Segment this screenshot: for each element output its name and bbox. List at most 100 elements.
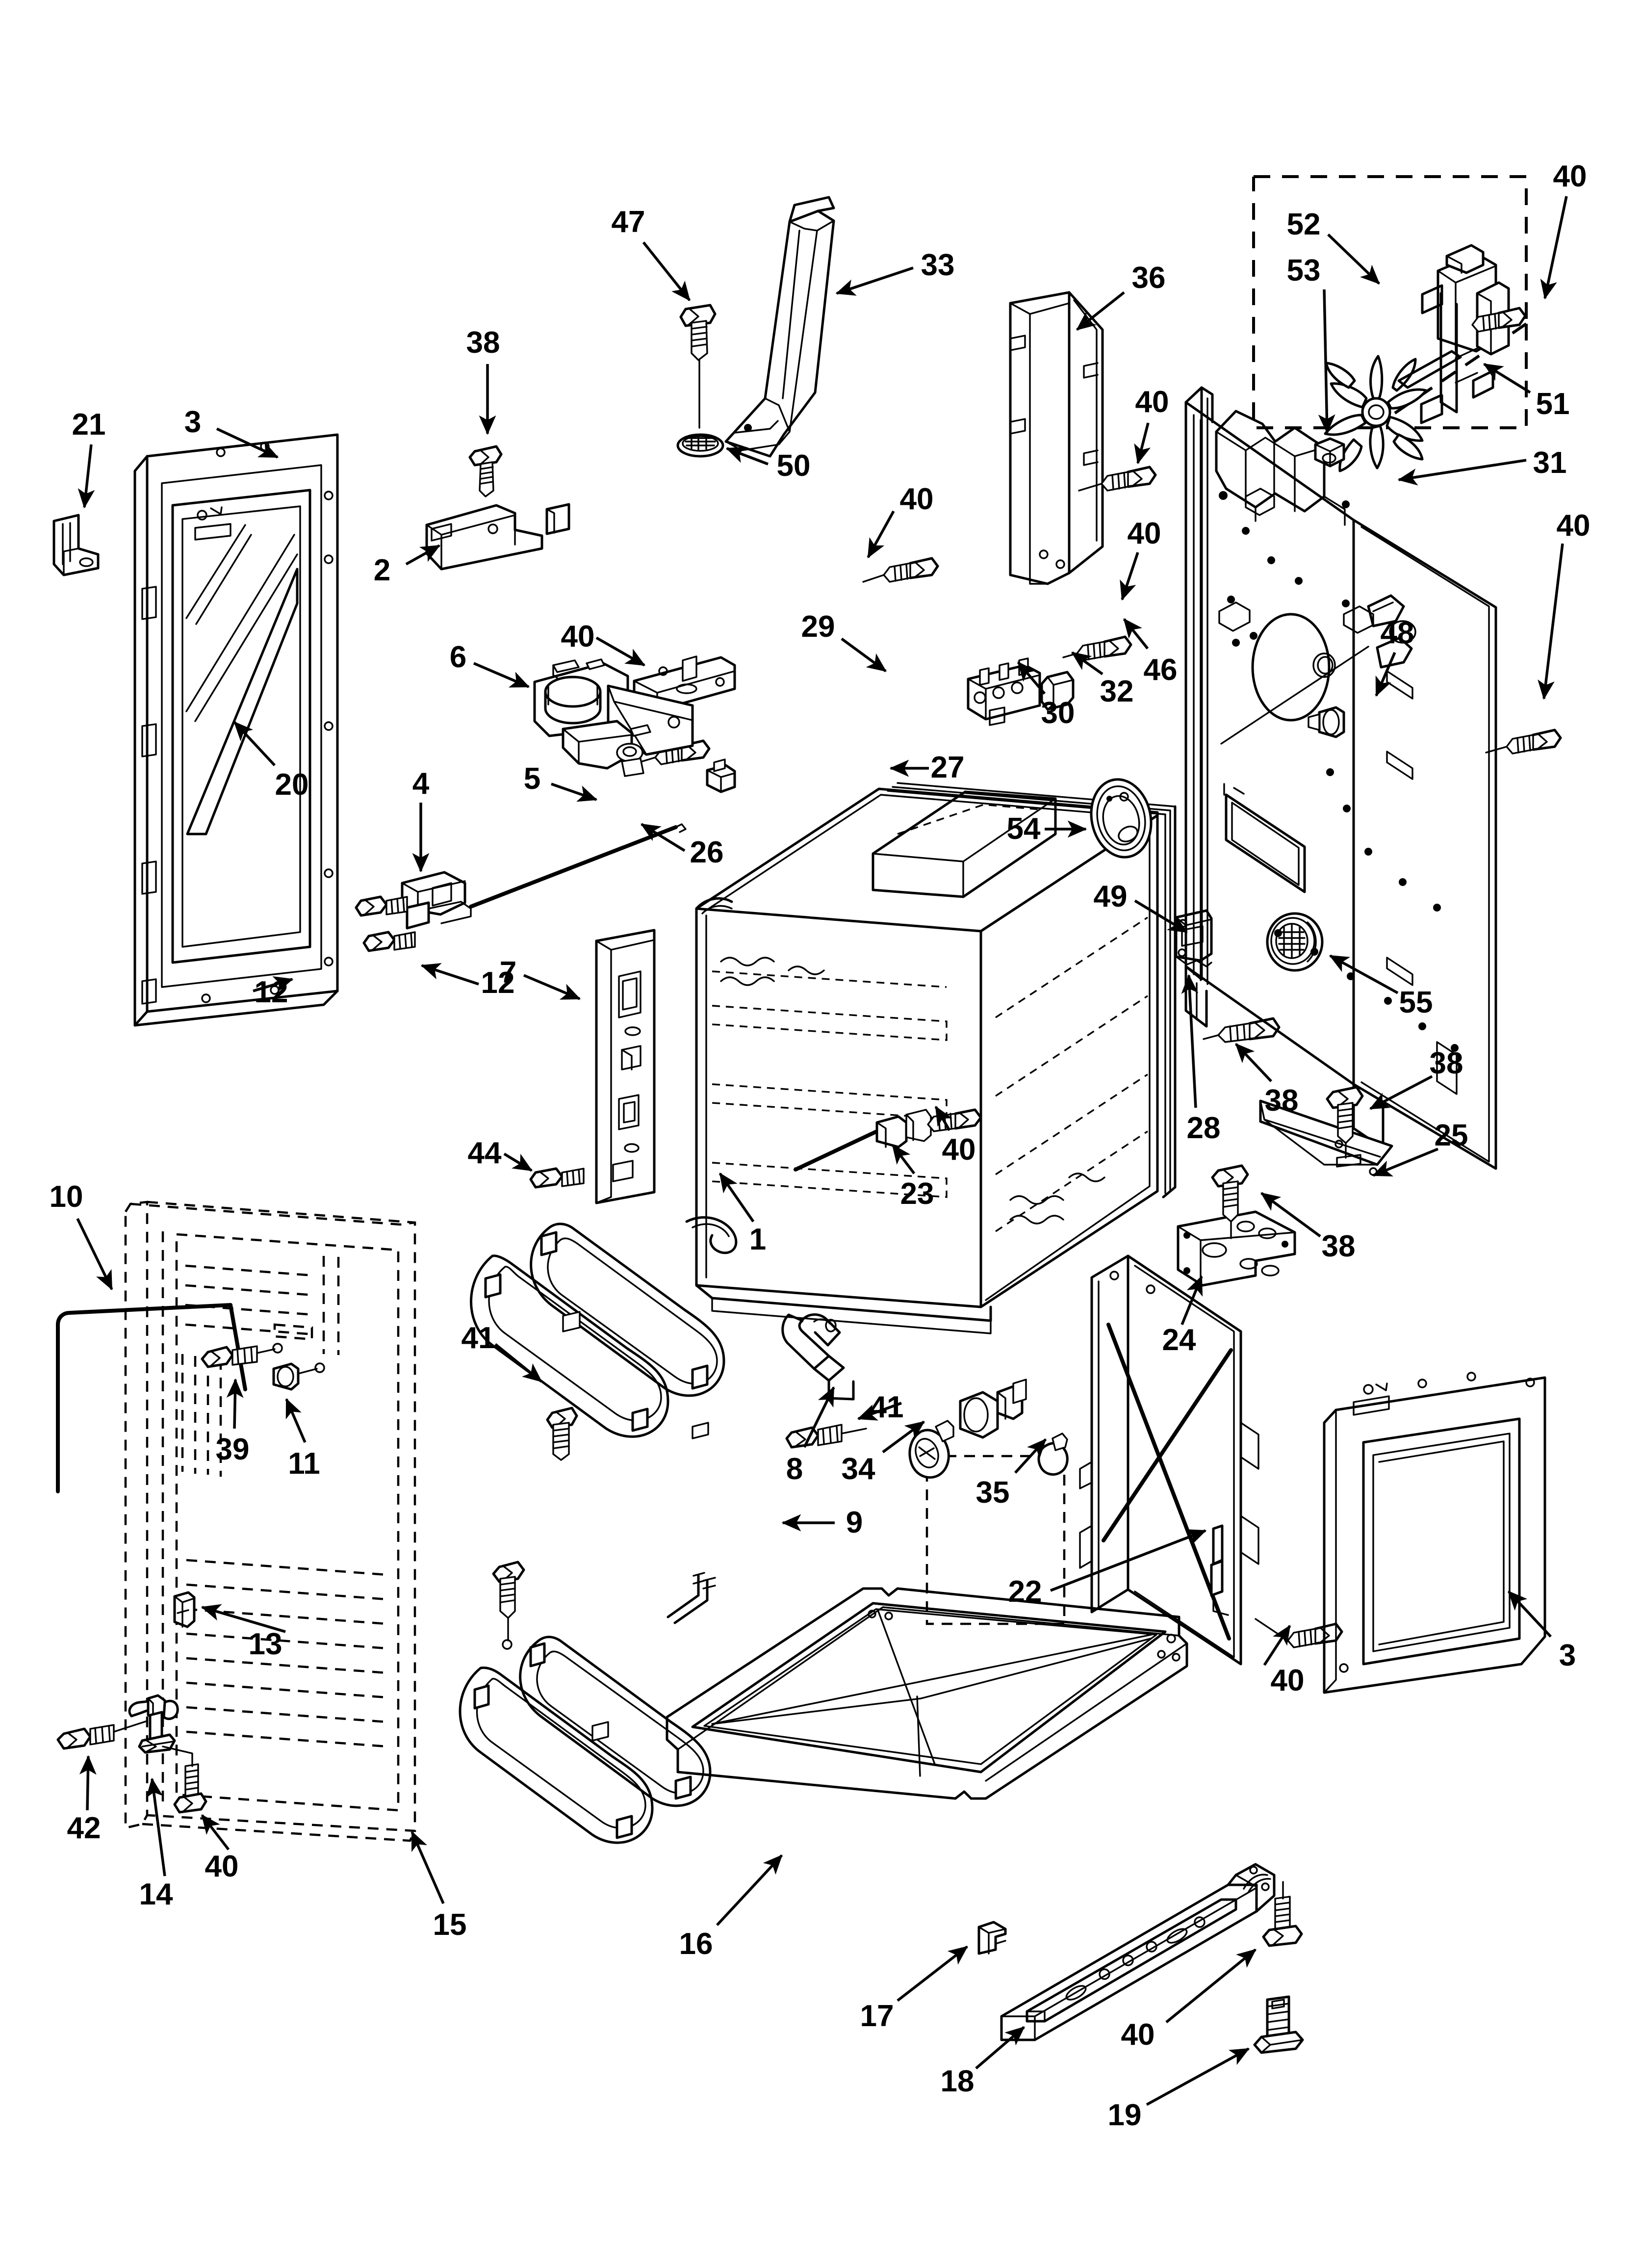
callout-40-screw: 40 — [1121, 2018, 1155, 2052]
fan-blade-52 — [1324, 355, 1428, 472]
callout-54-light-lens-housing: 54 — [1006, 812, 1041, 846]
callout-47-screw: 47 — [611, 205, 645, 239]
top-trim-bracket-2 — [425, 503, 570, 571]
callout-40-screw: 40 — [1556, 509, 1591, 543]
screw-40-leg — [162, 1746, 207, 1814]
callout-30-terminal-block: 30 — [1041, 696, 1075, 730]
callout-21-hinge-bracket: 21 — [72, 408, 106, 442]
callout-1-broil-element: 1 — [749, 1223, 767, 1256]
callout-40-screw: 40 — [942, 1133, 976, 1167]
callout-5-lock-assembly-arm: 5 — [523, 762, 541, 796]
callout-2-top-trim-bracket: 2 — [373, 553, 391, 587]
screw-47 — [679, 304, 717, 429]
callout-40-screw: 40 — [1135, 385, 1169, 419]
latch-clip-4 — [401, 871, 472, 930]
screw-40-upper-left-rail — [862, 557, 939, 583]
leveling-foot-19 — [1253, 1995, 1304, 2054]
screw-38-bracket28 — [1203, 1017, 1281, 1043]
door-switch-rod-26 — [469, 823, 687, 909]
callout-25-corner-brace: 25 — [1434, 1119, 1468, 1152]
outer-door-panel-left — [133, 433, 339, 1027]
callout-55-convection-fan-cover: 55 — [1399, 986, 1433, 1019]
hinge-receiver-plate-24 — [1177, 1210, 1296, 1287]
screw-38-brace25 — [1326, 1086, 1364, 1159]
door-seal-gasket-10 — [56, 1303, 247, 1493]
callout-27-bracket: 27 — [930, 751, 965, 784]
callout-40-screw: 40 — [205, 1850, 239, 1883]
door-lock-motor-6 — [533, 658, 694, 777]
drawer-slide-rail-18 — [1000, 1863, 1276, 2041]
clip-17 — [977, 1921, 1007, 1955]
bracket-27 — [706, 758, 736, 793]
callout-35-light-bulb: 35 — [975, 1476, 1010, 1510]
temperature-sensor-23 — [794, 1109, 932, 1172]
oven-cavity-49 — [695, 782, 1177, 1334]
callout-41-screw: 41 — [870, 1390, 904, 1424]
callout-53-nut: 53 — [1286, 254, 1321, 287]
bake-element-9 — [459, 1572, 716, 1844]
callout-8-element-bracket: 8 — [786, 1452, 803, 1486]
screw-40-side-rail — [1255, 1618, 1343, 1648]
callout-12-screw: 12 — [481, 966, 515, 1000]
callout-39-screw: 39 — [215, 1433, 250, 1466]
callout-14-leveling-leg: 14 — [139, 1877, 173, 1911]
socket-34 — [959, 1379, 1027, 1439]
screw-44 — [529, 1167, 585, 1189]
callout-7-door-latch-plate: 7 — [499, 956, 517, 990]
element-bracket-8 — [781, 1313, 855, 1401]
callout-6-door-lock-motor: 6 — [449, 640, 467, 674]
callout-11-spacer: 11 — [288, 1447, 320, 1481]
callout-40-screw: 40 — [1127, 517, 1161, 550]
callout-32-strain-relief: 32 — [1100, 675, 1134, 708]
callout-50-grommet-seal: 50 — [776, 449, 811, 483]
hinge-bracket-21 — [52, 514, 100, 576]
spacer-11 — [272, 1362, 325, 1391]
convection-fan-cover-55 — [1266, 912, 1324, 972]
callout-28-bracket: 28 — [1186, 1111, 1221, 1145]
callout-34-socket: 34 — [841, 1452, 875, 1486]
callout-22-side-rail: 22 — [1008, 1575, 1042, 1609]
callout-44-screw: 44 — [467, 1136, 502, 1170]
callout-23-temperature-sensor: 23 — [900, 1177, 934, 1211]
screw-42 — [56, 1720, 148, 1750]
screw-40-sensor — [927, 1108, 982, 1132]
screw-39 — [201, 1343, 283, 1368]
callout-13-clip: 13 — [248, 1627, 282, 1661]
clip-13 — [173, 1591, 196, 1628]
side-trim-panel-36 — [1009, 291, 1104, 585]
screw-40-rear-panel — [1485, 729, 1562, 755]
callout-20-door-window-glass: 20 — [275, 768, 309, 802]
callout-3-outer-door-panel: 3 — [184, 405, 202, 439]
outer-door-panel-right — [1323, 1372, 1546, 1694]
callout-29-support-rail: 29 — [801, 610, 835, 644]
leveling-leg-14 — [128, 1694, 179, 1754]
nut-53 — [1314, 437, 1345, 468]
leader-lines — [76, 196, 1568, 2106]
callout-38-screw: 38 — [1264, 1084, 1299, 1118]
callout-38-screw: 38 — [1321, 1229, 1356, 1263]
broil-element-1 — [470, 1216, 738, 1439]
callout-16-bottom-drawer-panel: 16 — [679, 1927, 713, 1961]
screw-41-left — [546, 1407, 578, 1461]
callout-38-screw: 38 — [1429, 1046, 1463, 1080]
callout-17-clip: 17 — [860, 1999, 894, 2033]
rear-panel-31 — [1184, 386, 1497, 1170]
callout-51-convection-motor-kit: 51 — [1536, 387, 1570, 421]
anti-tip-bracket-33 — [724, 196, 835, 458]
screw-12-b — [362, 931, 416, 952]
screw-38-top — [468, 445, 503, 497]
door-latch-plate-7 — [595, 929, 656, 1204]
callout-48-bushing: 48 — [1380, 616, 1414, 650]
callout-40-screw: 40 — [561, 620, 595, 653]
callout-4-latch-clip: 4 — [412, 767, 430, 801]
screw-12-a — [355, 895, 408, 917]
screw-46 — [1062, 635, 1132, 661]
callout-12-screw: 12 — [254, 975, 288, 1009]
callout-52-fan-blade: 52 — [1286, 208, 1321, 241]
screw-40-kit — [1471, 307, 1527, 333]
grommet-50 — [676, 433, 724, 458]
screw-40-near-36 — [1078, 466, 1157, 492]
callout-40-screw: 40 — [1553, 159, 1587, 193]
